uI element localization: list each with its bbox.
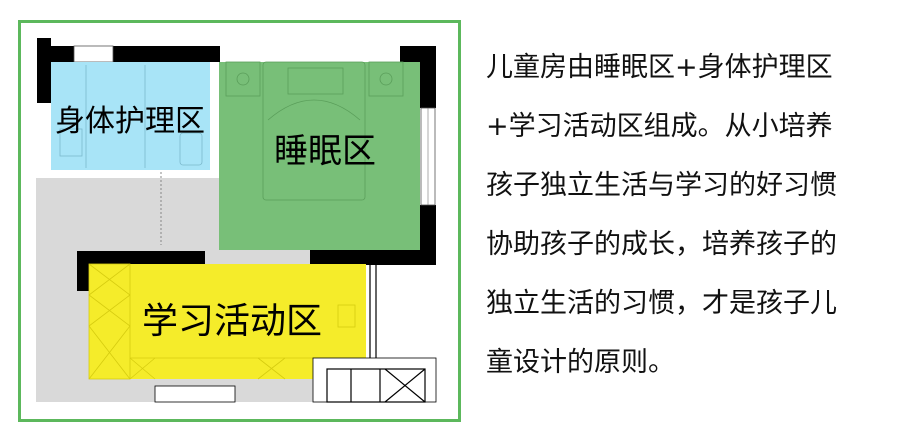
zone-label-sleep: 睡眠区: [274, 131, 376, 172]
floor-plan: [18, 20, 461, 422]
description-line: +学习活动区组成。从小培养: [486, 111, 833, 142]
description-line: 儿童房由睡眠区+身体护理区: [486, 52, 833, 83]
zone-label-study: 学习活动区: [141, 301, 323, 342]
walls: [37, 38, 436, 291]
description-line: 独立生活的习惯，才是孩子儿: [486, 288, 837, 319]
sink: [154, 385, 236, 403]
zone-body-care: [51, 62, 210, 170]
description-line: 协助孩子的成长，培养孩子的: [486, 229, 837, 260]
zone-sleep: [219, 62, 420, 250]
description-line: 孩子独立生活与学习的好习惯: [486, 170, 837, 201]
description-text: 儿童房由睡眠区+身体护理区 +学习活动区组成。从小培养 孩子独立生活与学习的好习…: [486, 38, 896, 392]
description-line: 童设计的原则。: [486, 347, 675, 378]
zone-label-body-care: 身体护理区: [55, 104, 205, 139]
window-top-left: [73, 45, 114, 63]
